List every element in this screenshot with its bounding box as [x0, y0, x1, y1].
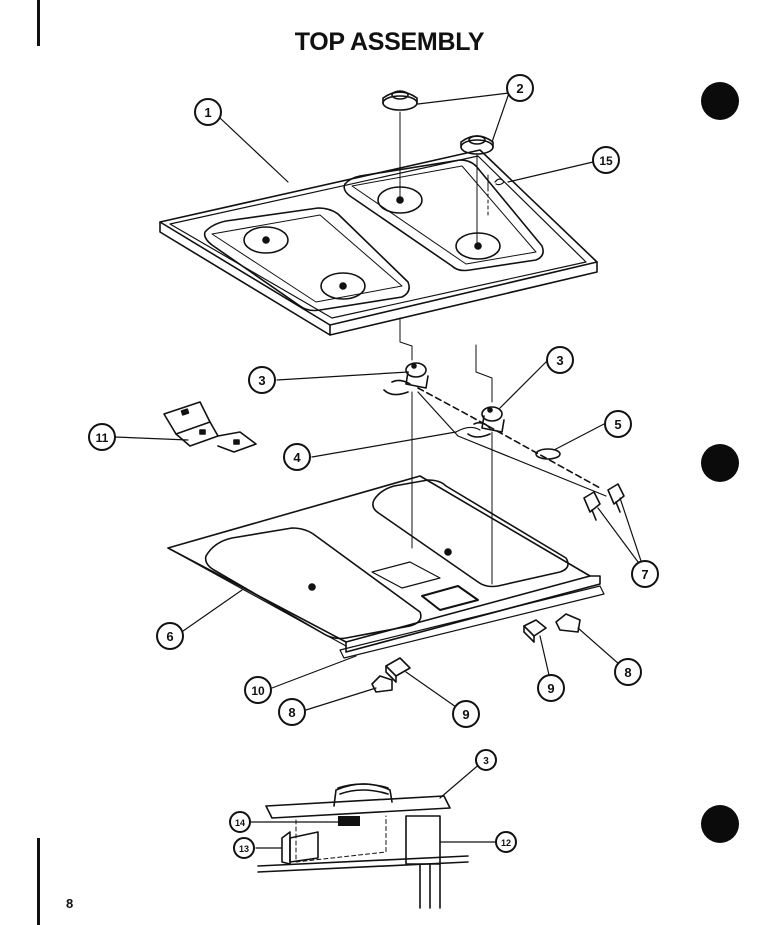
svg-text:12: 12 [501, 838, 511, 848]
leader-lines [114, 92, 645, 849]
bracket-part-11 [163, 401, 257, 453]
binder-hole-bottom [701, 805, 739, 843]
svg-text:8: 8 [288, 705, 295, 720]
gas-line-ring-part-5 [535, 448, 561, 460]
svg-text:5: 5 [614, 417, 621, 432]
bracket-part-8-left [371, 675, 393, 693]
callout-10: 10 [244, 676, 272, 704]
svg-text:10: 10 [251, 684, 265, 698]
callout-5: 5 [604, 410, 632, 438]
callout-3-right: 3 [546, 346, 574, 374]
svg-text:15: 15 [599, 154, 613, 168]
svg-text:3: 3 [258, 373, 265, 388]
clip-part-9-right [523, 619, 547, 643]
callout-12: 12 [495, 831, 517, 853]
svg-text:2: 2 [516, 81, 523, 96]
burner-base-pan [167, 475, 601, 653]
grommet-right [460, 135, 494, 155]
svg-text:6: 6 [166, 629, 173, 644]
svg-text:9: 9 [462, 707, 469, 722]
binder-hole-top [701, 82, 739, 120]
svg-text:4: 4 [293, 450, 301, 465]
burner-opening-left-front [320, 272, 366, 300]
svg-text:1: 1 [204, 105, 211, 120]
callout-9-left: 9 [452, 700, 480, 728]
cooktop-panel [159, 149, 598, 336]
svg-text:7: 7 [641, 567, 648, 582]
front-trim-strip [339, 585, 605, 659]
grommet-left [382, 90, 418, 111]
callout-11: 11 [88, 423, 116, 451]
valve-fitting-a [583, 491, 601, 521]
svg-text:9: 9 [547, 681, 554, 696]
svg-text:3: 3 [556, 353, 563, 368]
callout-13: 13 [233, 837, 255, 859]
svg-text:3: 3 [483, 756, 489, 767]
callout-3-left: 3 [248, 366, 276, 394]
binder-hole-middle [701, 444, 739, 482]
callout-9-right: 9 [537, 674, 565, 702]
page-number: 8 [66, 896, 74, 911]
page-title: TOP ASSEMBLY [294, 28, 485, 56]
binder-edge-line-top [37, 0, 40, 46]
svg-text:8: 8 [624, 665, 631, 680]
valve-fitting-b [607, 483, 625, 513]
callout-6: 6 [156, 622, 184, 650]
burner-opening-left-rear [243, 226, 289, 254]
binder-edge-line-bottom [37, 838, 40, 925]
svg-text:14: 14 [235, 818, 245, 828]
callout-15: 15 [592, 146, 620, 174]
callout-8-left: 8 [278, 698, 306, 726]
burner-opening-right-front [455, 232, 501, 260]
bracket-part-8-right [555, 613, 581, 633]
callout-1: 1 [194, 98, 222, 126]
svg-text:11: 11 [96, 431, 109, 445]
callout-4: 4 [283, 443, 311, 471]
callout-14: 14 [229, 811, 251, 833]
callout-3-detail: 3 [475, 749, 497, 771]
callout-2: 2 [506, 74, 534, 102]
burner-valve-left [383, 362, 429, 396]
clip-part-9-left [385, 657, 411, 683]
valve-detail-view [257, 783, 469, 909]
callout-8-right: 8 [614, 658, 642, 686]
callout-7: 7 [631, 560, 659, 588]
svg-text:13: 13 [239, 844, 249, 854]
